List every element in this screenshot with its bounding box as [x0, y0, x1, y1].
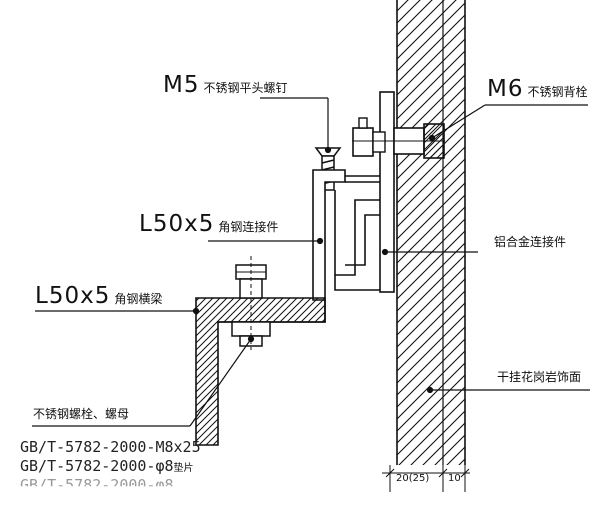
leader-lines — [32, 97, 590, 427]
standard-line-1: GB/T-5782-2000-M8x25 — [20, 438, 201, 456]
angle-connector-text: 角钢连接件 — [218, 220, 279, 234]
dimension-10: 10 — [448, 473, 461, 484]
dimension-lines — [382, 465, 470, 492]
aluminum-connector-label: 铝合金连接件 — [494, 235, 567, 249]
dimension-20-25: 20(25) — [396, 473, 430, 484]
angle-connector-code: L50x5 — [139, 211, 215, 237]
angle-beam-text: 角钢横梁 — [114, 292, 163, 306]
m6-back-bolt — [352, 117, 445, 159]
concrete-wall — [396, 0, 466, 465]
standard-line-2-suffix: 垫片 — [173, 463, 194, 474]
angle-steel-beam — [195, 297, 326, 446]
m6-code: M6 — [487, 76, 524, 102]
standard-line-2: GB/T-5782-2000-φ8垫片 — [20, 459, 194, 475]
bolt-nut-label: 不锈钢螺栓、螺母 — [33, 407, 130, 421]
standard-line-3-partial: GB/T-5782-2000-φ8 — [20, 476, 174, 494]
standard-line-2-main: GB/T-5782-2000-φ8 — [20, 457, 174, 475]
granite-facing-label: 干挂花岗岩饰面 — [497, 370, 582, 384]
m5-code: M5 — [163, 72, 200, 98]
m6-text: 不锈钢背栓 — [527, 85, 588, 99]
m5-text: 不锈钢平头螺钉 — [203, 81, 288, 95]
angle-steel-connector — [312, 169, 380, 301]
angle-beam-code: L50x5 — [35, 283, 111, 309]
